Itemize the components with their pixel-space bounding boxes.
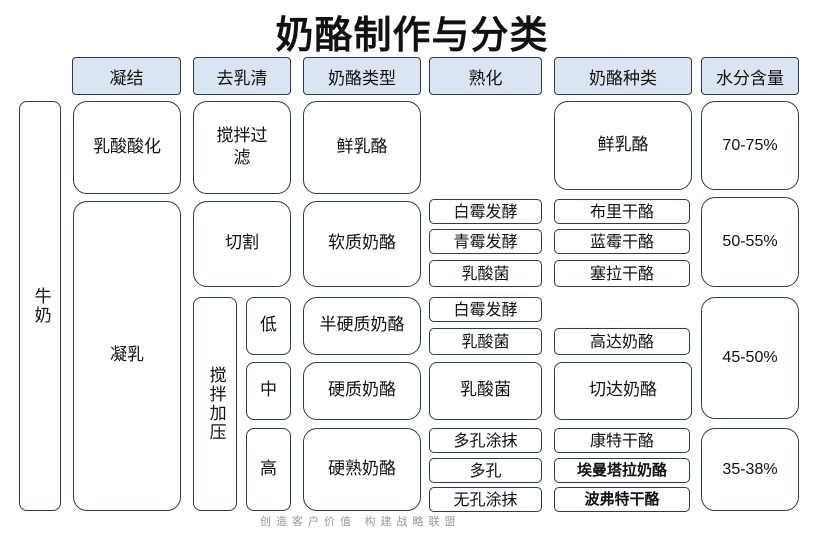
variety-comte: 康特干酪 xyxy=(554,428,690,453)
page-title: 奶酪制作与分类 xyxy=(275,13,549,57)
type-soft-cheese: 软质奶酪 xyxy=(303,201,421,287)
header-moisture: 水分含量 xyxy=(701,57,799,95)
stir-filter-box: 搅拌过滤 xyxy=(193,101,291,194)
stir-press-box: 搅拌加压 xyxy=(193,297,237,511)
type-hard-ripened-cheese: 硬熟奶酪 xyxy=(303,428,421,511)
moisture-50-55: 50-55% xyxy=(701,197,799,287)
variety-blue-cheese: 蓝霉干酪 xyxy=(554,229,690,254)
moisture-45-50: 45-50% xyxy=(701,297,799,419)
variety-fresh-cheese: 鲜乳酪 xyxy=(554,101,692,190)
header-cheese-type: 奶酪类型 xyxy=(303,57,421,95)
type-semi-hard-cheese: 半硬质奶酪 xyxy=(303,297,421,355)
curd-box: 凝乳 xyxy=(73,201,181,511)
ripening-lactic-bacteria-1: 乳酸菌 xyxy=(429,260,542,287)
header-coagulation: 凝结 xyxy=(72,57,181,95)
variety-gouda: 高达奶酪 xyxy=(554,328,690,355)
cut-box: 切割 xyxy=(193,201,291,287)
ripening-blue-mold: 青霉发酵 xyxy=(429,229,542,254)
ripening-lactic-bacteria-3: 乳酸菌 xyxy=(429,362,542,420)
variety-serra-cheese: 塞拉干酪 xyxy=(554,260,690,287)
type-hard-cheese: 硬质奶酪 xyxy=(303,362,421,420)
variety-emmental: 埃曼塔拉奶酪 xyxy=(554,458,690,483)
ripening-porous-smear: 多孔涂抹 xyxy=(429,428,542,453)
stir-filter-label: 搅拌过滤 xyxy=(216,126,268,168)
ripening-white-mold-1: 白霉发酵 xyxy=(429,199,542,224)
variety-beaufort: 波弗特干酪 xyxy=(554,487,690,512)
ripening-white-mold-2: 白霉发酵 xyxy=(429,297,542,322)
footer-slogan: 创造客户价值 构建战略联盟 xyxy=(260,515,461,528)
type-fresh-cheese: 鲜乳酪 xyxy=(303,101,421,194)
header-ripening: 熟化 xyxy=(429,57,542,95)
moisture-35-38: 35-38% xyxy=(701,428,799,511)
moisture-70-75: 70-75% xyxy=(701,101,799,190)
header-whey-removal: 去乳清 xyxy=(193,57,291,95)
pressure-high-box: 高 xyxy=(246,428,291,511)
variety-brie: 布里干酪 xyxy=(554,199,690,224)
pressure-low-box: 低 xyxy=(246,297,291,355)
pressure-medium-box: 中 xyxy=(246,362,291,420)
milk-box: 牛奶 xyxy=(19,101,61,511)
ripening-porous: 多孔 xyxy=(429,458,542,483)
lactic-acidification-box: 乳酸酸化 xyxy=(73,101,181,194)
ripening-nonporous-smear: 无孔涂抹 xyxy=(429,487,542,512)
ripening-lactic-bacteria-2: 乳酸菌 xyxy=(429,328,542,355)
header-cheese-variety: 奶酪种类 xyxy=(554,57,692,95)
variety-cheddar: 切达奶酪 xyxy=(554,362,692,420)
